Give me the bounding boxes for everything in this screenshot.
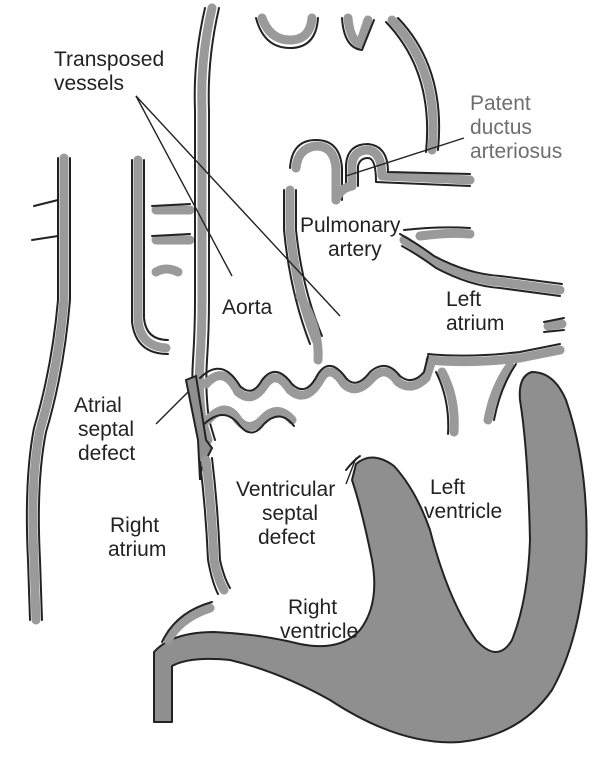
label-aorta: Aorta (222, 296, 273, 319)
label-line: Transposed (54, 48, 164, 71)
label-line: ventricle (424, 500, 502, 523)
label-line: ductus (470, 116, 532, 139)
label-pulmonary-artery: Pulmonary artery (300, 214, 401, 261)
leader-transposed-aorta (136, 96, 232, 276)
left-atrium (400, 234, 564, 362)
label-line: atrium (108, 538, 166, 561)
vena-cava (27, 158, 70, 620)
label-line: vessels (54, 72, 124, 95)
label-atrial-septal-defect: Atrial septal defect (74, 394, 135, 465)
label-line: Pulmonary (300, 214, 401, 237)
label-line: Atrial (74, 394, 122, 417)
leader-asd (156, 392, 188, 424)
pulmonary-veins-right (132, 160, 190, 354)
label-line: Aorta (222, 296, 273, 319)
label-line: Patent (470, 92, 531, 115)
label-line: Ventricular (236, 478, 335, 501)
label-line: septal (78, 418, 134, 441)
label-line: defect (78, 442, 135, 465)
label-right-atrium: Right atrium (108, 514, 166, 561)
label-line: Left (430, 476, 465, 499)
label-line: artery (328, 238, 382, 261)
label-line: Left (446, 288, 481, 311)
ventricle-muscle (154, 372, 587, 742)
valve-line (200, 356, 432, 433)
label-line: arteriosus (470, 140, 562, 163)
label-line: atrium (446, 312, 504, 335)
label-left-atrium: Left atrium (446, 288, 504, 335)
label-line: ventricle (280, 620, 358, 643)
label-line: defect (258, 526, 315, 549)
label-line: Right (110, 514, 159, 537)
label-patent-ductus-arteriosus: Patent ductus arteriosus (470, 92, 562, 163)
mitral-valve (436, 364, 516, 434)
label-line: Right (288, 596, 337, 619)
label-left-ventricle: Left ventricle (424, 476, 502, 523)
label-right-ventricle: Right ventricle (280, 596, 358, 643)
label-transposed-vessels: Transposed vessels (54, 48, 164, 95)
label-line: septal (262, 502, 318, 525)
label-ventricular-septal-defect: Ventricular septal defect (236, 478, 335, 549)
